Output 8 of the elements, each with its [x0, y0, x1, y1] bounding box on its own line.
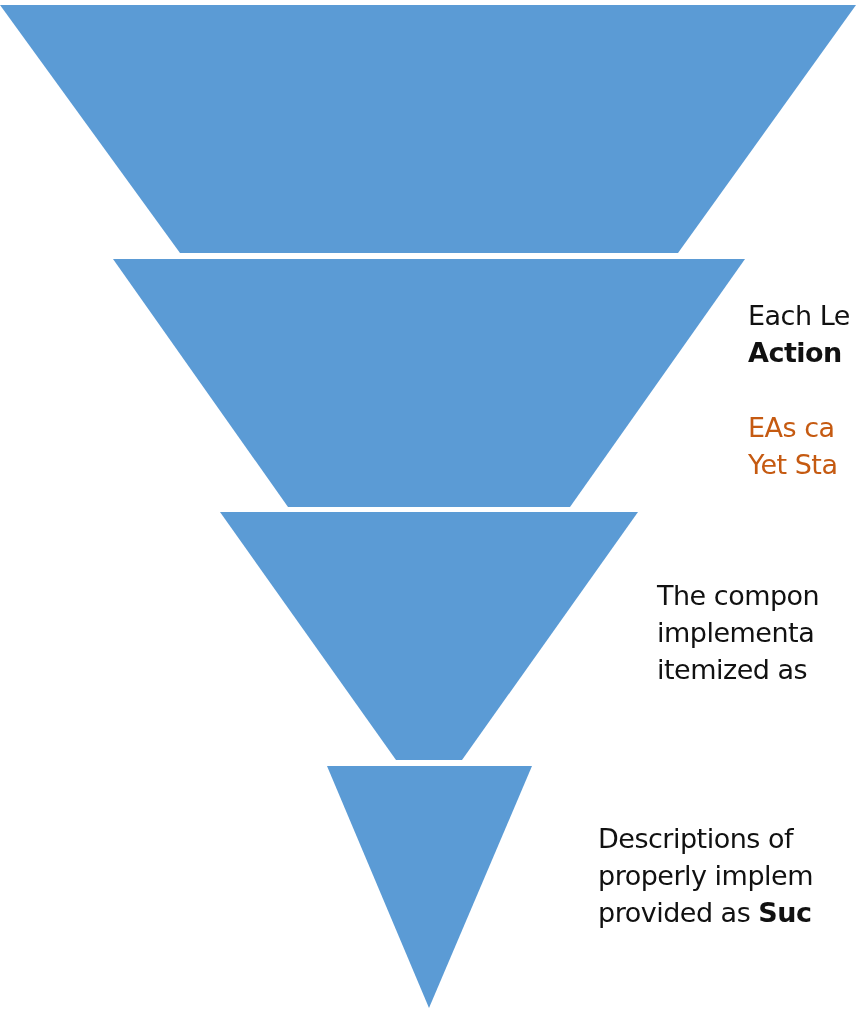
description-text: Descriptions of properly implem provided as Suc	[598, 822, 814, 930]
description-text: EAs ca Yet Sta	[748, 411, 839, 482]
description-text: Each Le Action	[748, 299, 851, 370]
funnel-layer	[220, 512, 638, 760]
description-text: The compon implementa itemized as	[657, 579, 821, 687]
funnel-layer	[113, 259, 745, 507]
funnel-layer	[0, 5, 856, 253]
funnel-tip	[327, 766, 532, 1008]
